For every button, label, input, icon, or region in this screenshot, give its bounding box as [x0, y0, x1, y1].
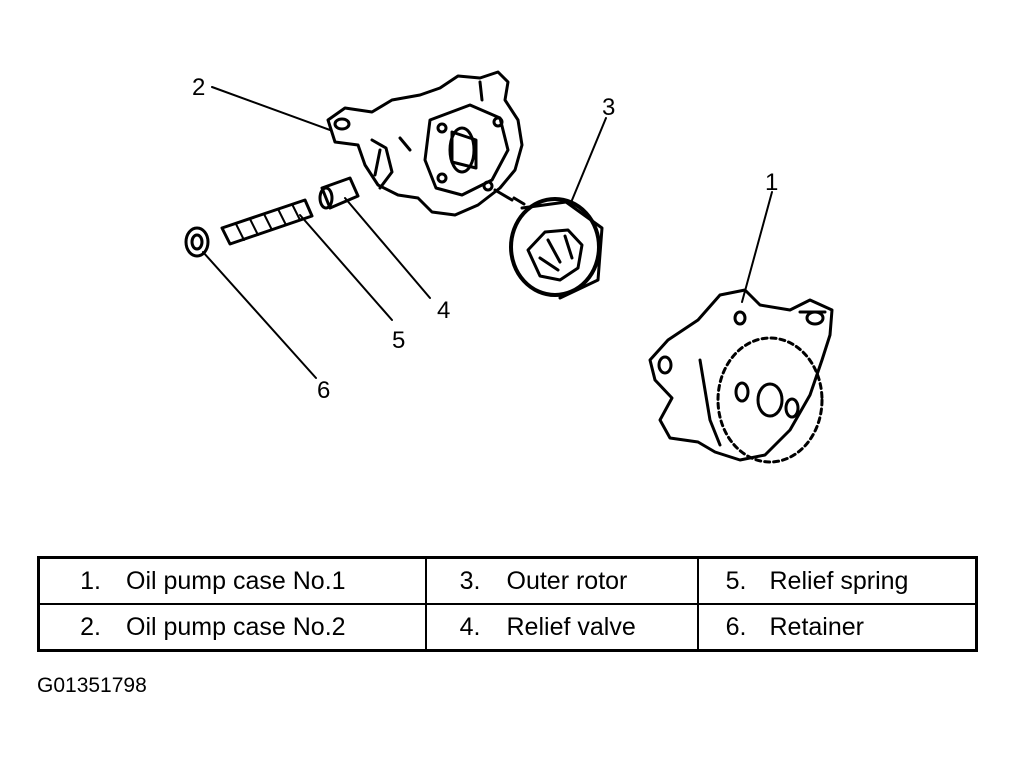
- figure-code: G01351798: [37, 674, 147, 697]
- legend-number: 2.: [80, 612, 101, 641]
- legend-cell: 3. Outer rotor: [424, 556, 699, 605]
- callout-6: 6: [317, 377, 330, 404]
- legend-number: 6.: [725, 612, 747, 641]
- legend-number: 5.: [725, 566, 747, 595]
- callout-1: 1: [765, 169, 778, 196]
- relief-spring-part: [220, 198, 314, 246]
- legend-label: Relief spring: [769, 566, 909, 595]
- parts-legend-table: 1. Oil pump case No.1 3. Outer rotor 5. Rel…: [37, 556, 978, 652]
- exploded-view-illustration: 1 2 3 4 5 6: [184, 70, 834, 464]
- callout-4: 4: [437, 297, 450, 324]
- legend-number: 1.: [80, 566, 101, 595]
- legend-label: Retainer: [769, 612, 865, 641]
- callout-2: 2: [192, 74, 205, 101]
- retainer-part: [184, 226, 210, 258]
- legend-number: 4.: [459, 612, 481, 641]
- relief-valve-part: [318, 176, 360, 210]
- callout-5: 5: [392, 327, 405, 354]
- legend-label: Oil pump case No.2: [126, 612, 346, 641]
- legend-row: 1. Oil pump case No.1 3. Outer rotor 5. Rel…: [37, 556, 978, 605]
- outer-rotor-part: [509, 197, 604, 300]
- legend-label: Relief valve: [506, 612, 636, 641]
- oil-pump-case-no2-part: [326, 70, 526, 217]
- legend-cell: 1. Oil pump case No.1: [37, 556, 427, 605]
- legend-cell: 6. Retainer: [696, 603, 978, 652]
- legend-cell: 5. Relief spring: [696, 556, 978, 605]
- legend-cell: 4. Relief valve: [424, 603, 699, 652]
- callout-3: 3: [602, 94, 615, 121]
- legend-number: 3.: [459, 566, 481, 595]
- leader-lines: [202, 86, 773, 379]
- legend-label: Outer rotor: [506, 566, 628, 595]
- legend-row: 2. Oil pump case No.2 4. Relief valve 6. Re…: [37, 603, 978, 652]
- oil-pump-case-no1-part: [648, 288, 834, 464]
- legend-label: Oil pump case No.1: [126, 566, 346, 595]
- legend-cell: 2. Oil pump case No.2: [37, 603, 427, 652]
